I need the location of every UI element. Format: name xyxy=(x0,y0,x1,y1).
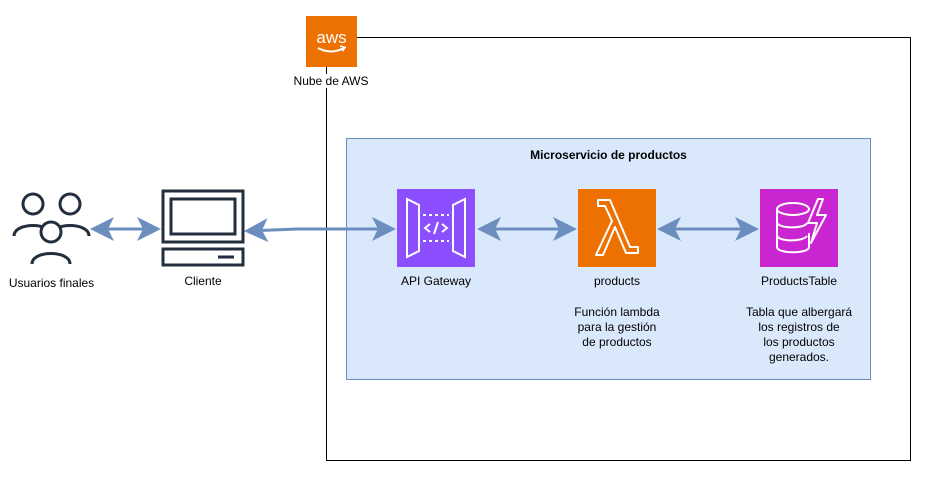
aws-logo-text: aws xyxy=(316,28,346,47)
client-apigw-arrow xyxy=(244,217,396,243)
dynamodb-icon xyxy=(760,189,838,267)
users-label: Usuarios finales xyxy=(8,276,95,290)
aws-cloud-frame xyxy=(326,37,911,461)
microservice-title: Microservicio de productos xyxy=(530,148,687,162)
api-gateway-icon xyxy=(397,189,475,267)
client-label: Cliente xyxy=(184,274,222,288)
dynamodb-description: Tabla que albergará los registros de los… xyxy=(745,305,853,364)
lambda-label: products xyxy=(593,274,641,288)
api-gateway-label: API Gateway xyxy=(400,274,472,288)
lambda-description: Función lambda para la gestión de produc… xyxy=(574,305,660,349)
dynamodb-label: ProductsTable xyxy=(760,274,838,288)
aws-cloud-label: Nube de AWS xyxy=(270,74,392,88)
aws-logo-icon: aws xyxy=(306,16,357,67)
lambda-icon xyxy=(578,189,656,267)
